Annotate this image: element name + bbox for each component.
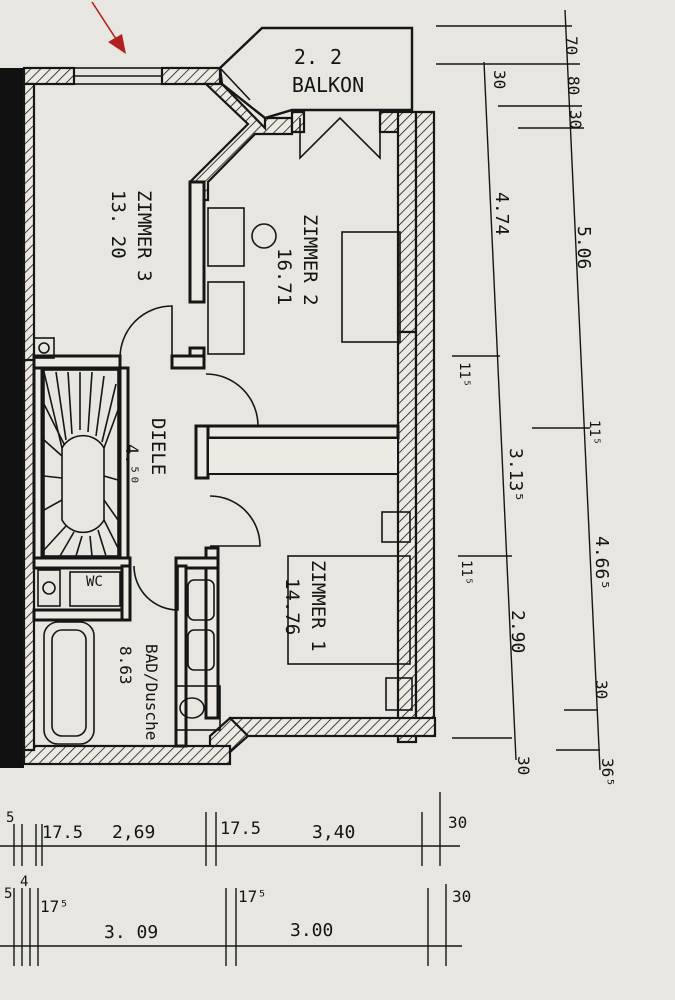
dim-30-inner-top: 30: [490, 70, 509, 89]
dim-row1-269: 2,69: [112, 822, 155, 843]
dim-30-outer-top: 30: [566, 110, 585, 129]
balkon-name: BALKON: [292, 73, 364, 97]
dim-70: 70: [562, 36, 581, 55]
dim-row2-30: 30: [452, 887, 471, 906]
zimmer2-name: ZIMMER 2: [299, 214, 321, 306]
dim-row1-175b: 17.5: [220, 819, 261, 839]
zimmer3-name: ZIMMER 3: [133, 190, 155, 282]
dim-115-inner-b: 11⁵: [458, 560, 474, 585]
balcony: [218, 26, 414, 160]
outer-walls: [22, 66, 437, 766]
dim-290: 2.90: [507, 610, 528, 653]
dim-365: 36⁵: [598, 758, 617, 787]
bad-area: 8.63: [116, 646, 135, 685]
zimmer1-name: ZIMMER 1: [307, 560, 329, 652]
diele-name: DIELE: [147, 418, 169, 475]
dim-row2-175b: 17⁵: [238, 887, 267, 906]
dim-row1-340: 3,40: [312, 822, 355, 843]
dim-row2-4: 4: [20, 874, 28, 890]
dim-row1-30: 30: [448, 813, 467, 832]
neighbour-wall: [0, 68, 24, 768]
dim-row2-5: 5: [4, 886, 12, 902]
dim-115-outer: 11⁵: [586, 420, 602, 445]
dim-row2-175a: 17⁵: [40, 897, 69, 916]
wc-label: WC: [86, 574, 103, 590]
doors: [119, 305, 261, 611]
zimmer2-area: 16.71: [273, 248, 295, 305]
dim-3135: 3.13⁵: [505, 448, 526, 502]
dim-row2-300: 3.00: [290, 920, 333, 941]
dim-30-outer-bottom: 30: [592, 680, 611, 699]
red-arrow-icon: [91, 1, 126, 54]
furniture: [33, 207, 413, 745]
dim-474: 4.74: [491, 192, 512, 235]
interior-walls: [32, 180, 400, 748]
zimmer3-area: 13. 20: [107, 190, 129, 259]
balkon-number: 2. 2: [294, 45, 342, 69]
zimmer1-area: 14.76: [281, 578, 303, 635]
dim-4665: 4.66⁵: [591, 536, 612, 590]
dim-30-inner-bottom: 30: [514, 756, 533, 775]
dim-row1-5: 5: [6, 810, 14, 826]
staircase: [43, 369, 119, 557]
bad-name: BAD/Dusche: [142, 644, 161, 740]
dim-row1-175a: 17.5: [42, 823, 83, 843]
diele-area: 4.⁵⁰: [121, 444, 141, 485]
dim-506: 5.06: [573, 226, 594, 269]
dim-row2-309: 3. 09: [104, 922, 158, 943]
right-dimension-chains: 70 80 30 5.06 11⁵ 4.66⁵ 30 36⁵ 30 4.74 1…: [436, 9, 617, 787]
room-labels: 2. 2 BALKON ZIMMER 3 13. 20 ZIMMER 2 16.…: [86, 45, 364, 740]
dim-80: 80: [564, 76, 583, 95]
bottom-dimension-rows: 5 17.5 2,69 17.5 3,40 30 5 4 17⁵ 3. 09 1…: [0, 792, 471, 966]
dim-115-inner-a: 11⁵: [456, 362, 472, 387]
